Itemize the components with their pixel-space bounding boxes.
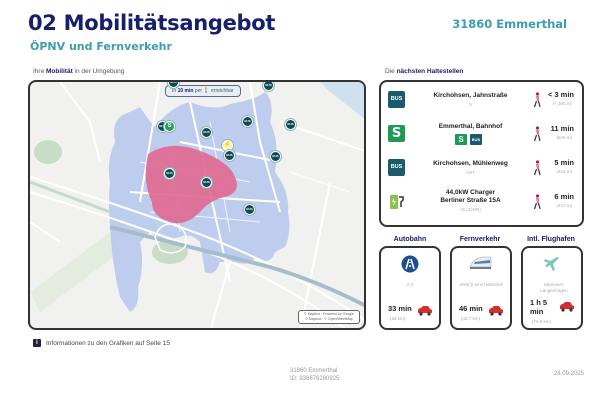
stop-name: Kirchohsen, Jahnstraße (433, 92, 508, 99)
nearest-stops-panel: BUS Kirchohsen, Jahnstraße 5 < 3 min (< … (379, 80, 584, 227)
stops-section-label: Die nächsten Haltestellen (385, 68, 463, 75)
station-name: Afeld (Leine) Bahnhof (459, 282, 503, 287)
label-text: in der Umgebung (72, 68, 125, 75)
walking-person-icon (533, 126, 541, 142)
map-attribution[interactable]: © Mapbox · Powered by Google © Mapbox · … (298, 310, 360, 324)
drive-distance: (42,7 km) (461, 316, 481, 321)
credit-line: © Mapbox · © OpenStreetMap (305, 317, 353, 321)
stop-name: Emmerthal, Bahnhof (438, 123, 503, 130)
line-badges: S BUS (455, 134, 482, 145)
footer-location: 31860 Emmerthal (290, 368, 338, 374)
bus-icon: BUS (388, 159, 405, 176)
charger-ports: 2x (22kW) (460, 207, 481, 212)
info-note: i Informationen zu den Grafiken auf Seit… (33, 339, 170, 347)
walk-distance: (< 300 m) (552, 101, 572, 106)
walk-time: 5 min (554, 158, 574, 167)
walk-distance: (473 m) (556, 203, 572, 208)
card-title-autobahn: Autobahn (393, 236, 427, 243)
label-bold: Mobilität (46, 68, 73, 75)
page-title: 02 Mobilitätsangebot (28, 11, 276, 35)
stop-lines: AST (466, 170, 475, 175)
walk-range-pill: In 10 min per 🚶 erreichbar (165, 85, 241, 97)
charger-power: 44,0kW Charger (445, 189, 496, 196)
bus-stop-marker[interactable]: BUS (224, 150, 235, 161)
card-title-flughafen: Intl. Flughafen (527, 236, 575, 243)
stop-lines: 5 (469, 102, 472, 107)
pill-text: per (193, 88, 204, 94)
walk-time: < 3 min (547, 90, 574, 99)
bus-stop-marker[interactable]: BUS (242, 116, 253, 127)
stop-row[interactable]: BUS Kirchohsen, Mühlenweg AST 5 min (415… (381, 152, 582, 186)
bus-stop-marker[interactable]: BUS (164, 168, 175, 179)
charger-address: Berliner Straße 15A (440, 197, 501, 204)
label-bold: nächsten Haltestellen (396, 68, 464, 75)
stop-name: Kirchohsen, Mühlenweg (433, 160, 508, 167)
ev-charger-icon (390, 195, 404, 209)
autobahn-icon (401, 255, 419, 273)
drive-time: 1 h 5 min (530, 298, 547, 316)
drive-distance: (28 km) (390, 316, 406, 321)
autobahn-name: A 2 (406, 282, 414, 287)
footer-info: 31860 Emmerthal ID: 938676280925 (290, 367, 339, 383)
info-text: Informationen zu den Grafiken auf Seite … (46, 339, 170, 347)
sbahn-badge: S (455, 134, 467, 145)
airplane-icon (544, 257, 559, 271)
airport-name: Hannover, Langenhagen (540, 282, 568, 293)
walking-person-icon (533, 92, 541, 108)
car-icon (489, 306, 503, 316)
bus-stop-marker[interactable]: BUS (244, 204, 255, 215)
drive-time-line1: 1 h 5 (530, 298, 548, 307)
pill-text: erreichbar (209, 88, 234, 94)
autobahn-card[interactable]: A 2 33 min (28 km) (379, 246, 441, 330)
pill-time: 10 min (177, 88, 194, 94)
car-icon (560, 302, 574, 312)
card-title-fernverkehr: Fernverkehr (459, 236, 501, 243)
bus-icon: BUS (388, 91, 405, 108)
sbahn-icon: S (388, 125, 405, 142)
label-text: Die (385, 68, 397, 75)
bus-badge: BUS (470, 134, 482, 145)
bus-stop-marker[interactable]: BUS (201, 127, 212, 138)
charger-name: 44,0kW Charger Berliner Straße 15A (413, 189, 528, 205)
pill-text: In (172, 88, 178, 94)
walk-distance: (415 m) (556, 169, 572, 174)
fernverkehr-card[interactable]: Afeld (Leine) Bahnhof 46 min (42,7 km) (450, 246, 512, 330)
stop-row[interactable]: 44,0kW Charger Berliner Straße 15A 2x (2… (381, 186, 582, 220)
bus-stop-marker[interactable]: BUS (270, 151, 281, 162)
bus-stop-marker[interactable]: BUS (201, 177, 212, 188)
stop-row[interactable]: S Emmerthal, Bahnhof S BUS 11 min (840 m… (381, 118, 582, 152)
page-subtitle: ÖPNV und Fernverkehr (30, 40, 172, 53)
label-text: Ihre (33, 68, 47, 75)
drive-time: 33 min (388, 304, 412, 313)
flughafen-card[interactable]: Hannover, Langenhagen 1 h 5 min (76,8 km… (521, 246, 583, 330)
train-icon (469, 256, 492, 269)
footer-id: ID: 938676280925 (290, 376, 340, 382)
location-label: 31860 Emmerthal (452, 17, 567, 31)
walk-time: 6 min (554, 192, 574, 201)
credit-line: © Mapbox · Powered by Google (304, 312, 354, 316)
map-canvas (30, 82, 364, 328)
walking-person-icon: 🚶 (203, 88, 210, 94)
sbahn-station-marker[interactable]: S (164, 121, 175, 132)
bus-stop-marker[interactable]: BUS (263, 82, 274, 91)
drive-time: 46 min (459, 304, 483, 313)
map-section-label: Ihre Mobilität in der Umgebung (33, 68, 124, 75)
stop-row[interactable]: BUS Kirchohsen, Jahnstraße 5 < 3 min (< … (381, 84, 582, 118)
mobility-map[interactable]: In 10 min per 🚶 erreichbar BUS BUS S BUS… (28, 80, 366, 330)
walking-person-icon (533, 160, 541, 176)
walk-time: 11 min (550, 124, 574, 133)
drive-distance: (76,8 km) (532, 319, 552, 324)
bus-stop-marker[interactable]: BUS (285, 119, 296, 130)
car-icon (418, 306, 432, 316)
walking-person-icon (533, 194, 541, 210)
footer-date: 28.09.2025 (553, 371, 584, 377)
drive-time-line2: min (530, 307, 544, 316)
walk-distance: (840 m) (556, 135, 572, 140)
info-icon: i (33, 339, 41, 347)
